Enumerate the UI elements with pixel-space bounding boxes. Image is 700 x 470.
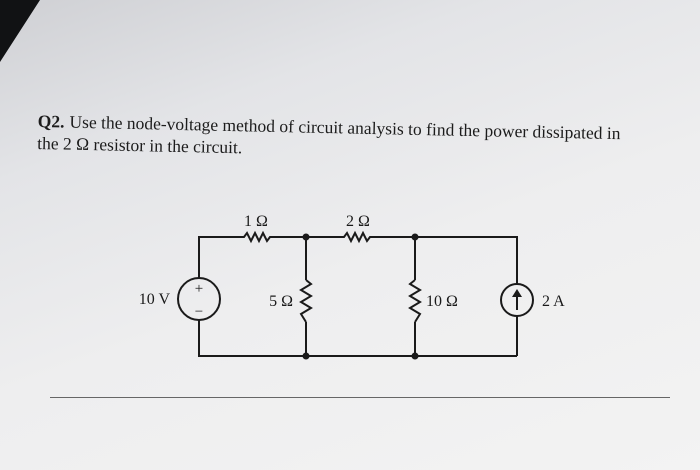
current-arrow-head	[512, 289, 522, 297]
resistor-3-zigzag	[299, 279, 313, 323]
resistor-3-label: 5 Ω	[269, 293, 293, 310]
current-source-circle	[500, 283, 534, 317]
minus-sign: −	[195, 304, 203, 320]
wire-top-right	[374, 236, 518, 284]
wire-left-top	[198, 236, 240, 279]
node-d	[411, 352, 419, 360]
voltage-source-label: 10 V	[139, 291, 171, 308]
resistor-1-zigzag	[240, 230, 274, 244]
node-a	[302, 233, 310, 241]
resistor-1-label: 1 Ω	[244, 213, 268, 230]
plus-sign: +	[195, 281, 203, 297]
resistor-2-label: 2 Ω	[346, 213, 370, 230]
wire-left-bottom	[198, 319, 517, 357]
current-source-label: 2 A	[542, 293, 565, 310]
resistor-2-zigzag	[340, 230, 374, 244]
resistor-4-label: 10 Ω	[426, 293, 458, 310]
node-b	[411, 233, 419, 241]
dark-corner-background	[0, 0, 40, 62]
voltage-source-circle	[177, 277, 221, 321]
resistor-4-zigzag	[408, 279, 422, 323]
node-c	[302, 352, 310, 360]
answer-line	[50, 397, 670, 398]
